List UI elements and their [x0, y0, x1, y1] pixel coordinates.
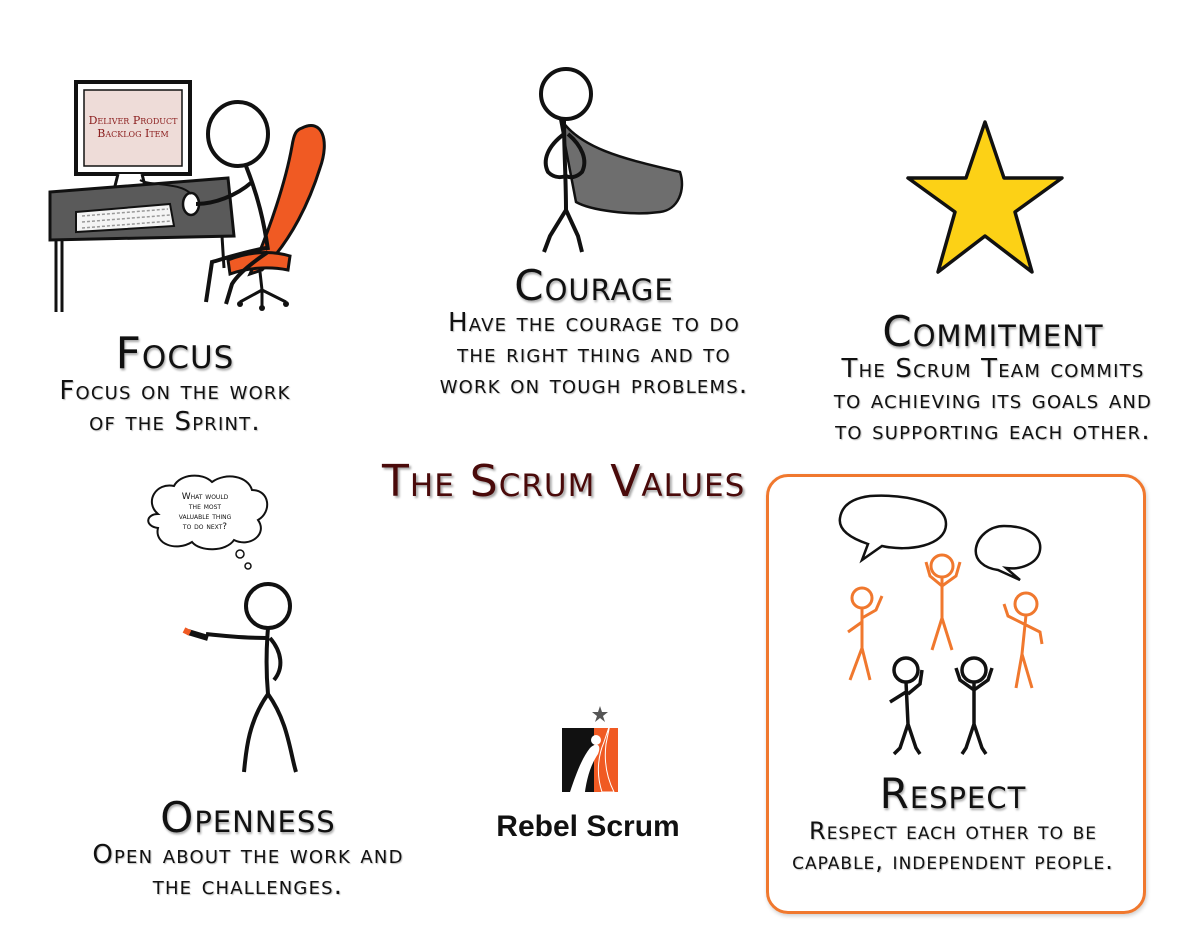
page-title: The Scrum Values: [382, 456, 746, 507]
screen-line: Deliver Product: [88, 114, 178, 127]
value-desc-openness: Open about the work and the challenges.: [58, 840, 438, 902]
value-desc-line: work on tough problems.: [439, 370, 749, 400]
value-desc-line: Open about the work and: [92, 840, 404, 870]
value-card-respect: Respect Respect each other to be capable…: [770, 772, 1136, 876]
value-title-respect: Respect: [879, 769, 1027, 818]
thought-line: What would: [181, 492, 229, 502]
respect-box: [766, 474, 1146, 914]
value-desc-respect: Respect each other to be capable, indepe…: [770, 816, 1136, 876]
value-desc-line: the right thing and to: [457, 339, 731, 369]
rebel-scrum-logo-icon: [562, 706, 618, 800]
thought-line: the most: [188, 502, 222, 512]
courage-illustration: [539, 67, 684, 253]
rebel-scrum-logo-text: Rebel Scrum: [496, 810, 680, 843]
value-desc-commitment: The Scrum Team commits to achieving its …: [798, 354, 1188, 447]
value-desc-line: to supporting each other.: [835, 416, 1151, 446]
value-desc-line: to achieving its goals and: [833, 385, 1153, 415]
value-card-focus: Focus Focus on the work of the Sprint.: [20, 332, 330, 438]
value-title-courage: Courage: [514, 261, 674, 310]
focus-illustration: [48, 80, 326, 312]
value-desc-line: Respect each other to be: [809, 817, 1097, 845]
value-title-commitment: Commitment: [882, 307, 1104, 356]
thought-line: valuable thing: [178, 512, 232, 522]
openness-illustration: [147, 474, 298, 773]
thought-line: to do next?: [182, 522, 228, 532]
respect-illustration: [838, 494, 1044, 756]
value-desc-line: of the Sprint.: [89, 407, 261, 437]
thought-bubble-text: What would the most valuable thing to do…: [150, 492, 260, 532]
value-card-courage: Courage Have the courage to do the right…: [404, 264, 784, 401]
value-desc-line: Have the courage to do: [448, 308, 740, 338]
value-desc-line: The Scrum Team commits: [841, 354, 1145, 384]
value-desc-courage: Have the courage to do the right thing a…: [404, 308, 784, 401]
star-icon: [906, 120, 1064, 274]
value-card-commitment: Commitment The Scrum Team commits to ach…: [798, 310, 1188, 447]
value-title-focus: Focus: [115, 328, 235, 379]
value-desc-line: Focus on the work: [59, 376, 291, 406]
value-title-openness: Openness: [160, 793, 336, 842]
value-card-openness: Openness Open about the work and the cha…: [58, 796, 438, 902]
screen-line: Backlog Item: [97, 127, 169, 140]
value-desc-line: the challenges.: [152, 871, 344, 901]
value-desc-focus: Focus on the work of the Sprint.: [20, 376, 330, 438]
value-desc-line: capable, independent people.: [792, 847, 1114, 875]
monitor-screen-text: Deliver Product Backlog Item: [84, 114, 182, 140]
